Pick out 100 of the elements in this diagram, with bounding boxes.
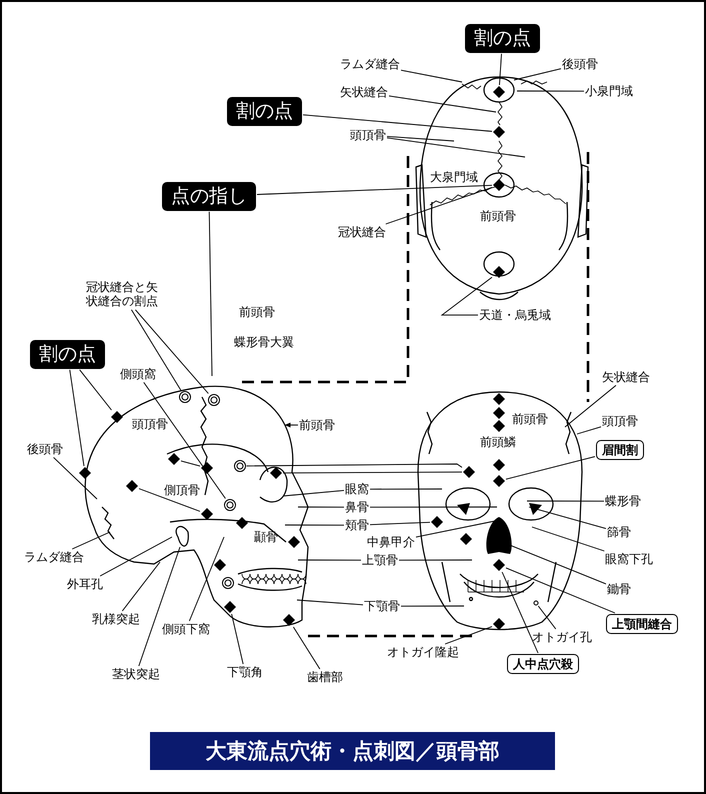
leader-line	[499, 53, 502, 86]
point-marker	[270, 467, 282, 479]
bone-label: 天道・烏兎域	[479, 308, 551, 322]
leader-line	[502, 572, 538, 654]
bone-label: ラムダ縫合	[340, 57, 400, 72]
point-marker	[493, 459, 505, 471]
bone-label: 上顎骨	[362, 553, 398, 568]
leader-line	[506, 567, 616, 614]
callout-box: 割の点	[465, 24, 540, 53]
callout-box: 割の点	[227, 97, 302, 126]
leader-line	[138, 546, 180, 666]
point-marker	[493, 126, 505, 138]
bone-label: 側頭窩	[120, 367, 156, 382]
bone-label: 蝶形骨大翼	[234, 335, 294, 350]
leader-line	[296, 600, 364, 606]
bone-label: 矢状縫合	[340, 85, 388, 100]
leader-line	[69, 369, 84, 466]
callout-box: 眉間割	[596, 440, 644, 460]
point-marker	[224, 601, 236, 613]
point-marker	[111, 411, 123, 423]
circle-marker	[179, 391, 191, 403]
bone-label: 冠状縫合と矢状縫合の割点	[84, 280, 160, 309]
leader-line	[53, 456, 98, 500]
leader-line	[532, 526, 605, 552]
bone-label: 眼窩	[345, 482, 369, 496]
bone-label: 側頂骨	[164, 483, 200, 498]
callout-box: 点の指し	[162, 182, 256, 211]
bone-label: 側頭下窩	[162, 622, 210, 636]
circle-marker	[222, 577, 234, 589]
leader-line	[282, 472, 462, 474]
bone-label: ラムダ縫合	[24, 550, 84, 564]
leader-line	[444, 626, 492, 644]
bone-label: 小泉門域	[585, 84, 633, 98]
leader-line	[298, 560, 362, 561]
bone-label: 頭頂骨	[132, 417, 168, 432]
leader-line	[292, 626, 320, 670]
bone-label: オトガイ隆起	[387, 645, 459, 660]
leader-line	[298, 506, 344, 508]
bone-label: 前頭骨	[239, 305, 275, 320]
leader-line	[385, 186, 492, 224]
bone-label: 中鼻甲介	[367, 535, 415, 550]
leader-line	[440, 276, 492, 316]
point-marker	[493, 475, 505, 487]
point-marker	[431, 516, 443, 528]
bone-label: 冠状縫合	[338, 225, 386, 240]
point-marker	[214, 559, 226, 571]
point-marker	[493, 393, 505, 405]
bone-label: 下顎骨	[364, 599, 400, 614]
point-marker	[126, 480, 138, 492]
point-marker	[493, 266, 505, 278]
bone-label: 大泉門域	[430, 170, 478, 184]
callout-box: 人中点穴殺	[507, 654, 579, 674]
bone-label: 頭頂骨	[602, 414, 638, 428]
point-marker	[283, 614, 295, 626]
bone-label: 後頭骨	[27, 442, 63, 456]
bone-label: 乳様突起	[92, 612, 140, 626]
title-banner: 大東流点穴術・点刺図／頭骨部	[150, 732, 555, 770]
leader-line	[370, 506, 498, 508]
leader-line	[100, 536, 172, 576]
leader-line	[514, 68, 562, 80]
leader-line	[398, 560, 472, 561]
bone-label: 頬骨	[345, 518, 369, 532]
point-marker	[463, 466, 475, 478]
callout-box: 上顎間縫合	[606, 614, 678, 634]
leader-line	[122, 562, 160, 612]
leader-line	[284, 524, 344, 526]
leader-line	[131, 309, 182, 391]
point-marker	[79, 467, 91, 479]
circle-marker	[234, 460, 246, 472]
point-marker	[201, 508, 213, 520]
leader-line	[188, 536, 224, 622]
leader-line	[180, 460, 200, 467]
leader-line	[400, 606, 464, 607]
leader-line	[386, 137, 526, 158]
leader-line	[386, 136, 454, 142]
leader-line	[282, 490, 344, 496]
leader-line	[231, 614, 244, 664]
leader-line	[400, 70, 462, 82]
point-marker	[168, 453, 180, 465]
point-marker	[236, 517, 248, 529]
leader-line	[284, 422, 298, 428]
leader-line	[370, 522, 430, 526]
point-marker	[201, 462, 213, 474]
leader-line	[506, 456, 596, 480]
point-marker	[493, 420, 505, 432]
leader-line	[246, 464, 462, 468]
bone-label: 眼窩下孔	[605, 552, 653, 566]
point-marker	[493, 86, 505, 98]
bone-label: 下顎角	[227, 665, 263, 680]
bone-label: 前頭骨	[512, 412, 548, 426]
bone-label: オトガイ孔	[532, 630, 592, 644]
bone-label: 外耳孔	[67, 577, 103, 592]
bone-label: 矢状縫合	[602, 370, 650, 384]
point-marker	[493, 559, 505, 571]
bone-label: 後頭骨	[562, 57, 598, 72]
leader-line	[576, 426, 602, 434]
point-marker	[288, 536, 300, 548]
leader-line	[416, 520, 496, 538]
leader-line	[526, 500, 604, 502]
point-marker	[460, 533, 472, 545]
